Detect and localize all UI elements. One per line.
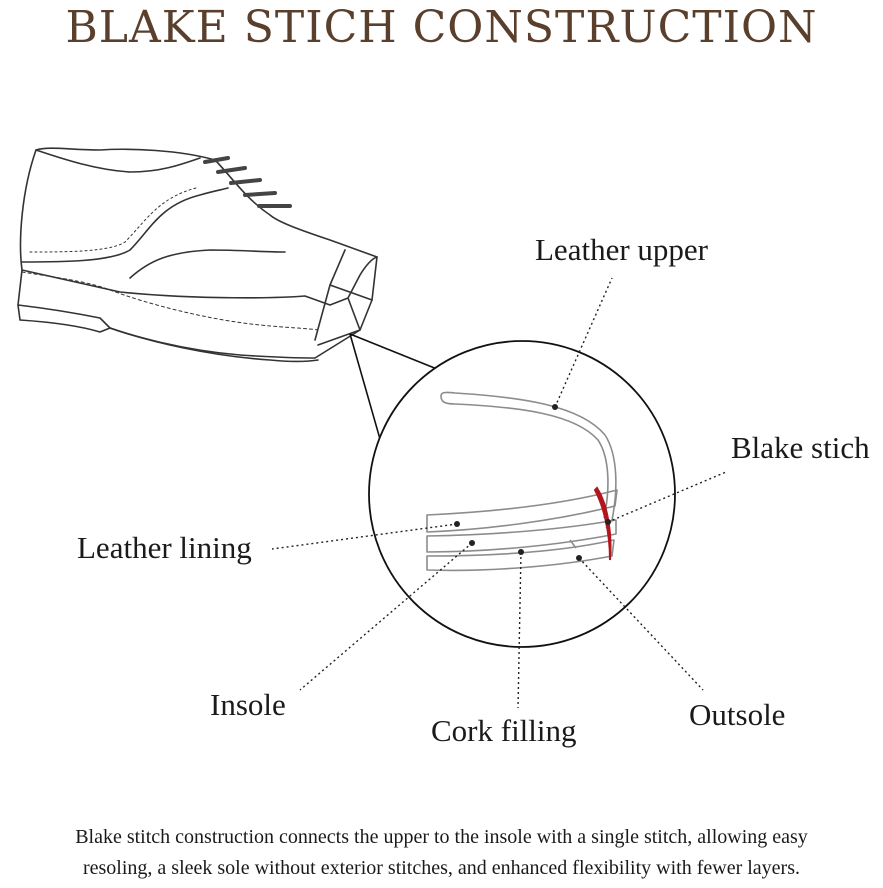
shoe-cut-inner <box>317 299 373 346</box>
sole-layers <box>426 391 618 572</box>
label-outsole: Outsole <box>689 697 786 732</box>
insole-shape <box>426 519 617 553</box>
shoe-quarter-stitch <box>29 187 197 253</box>
label-insole: Insole <box>210 687 286 722</box>
label-cork-filling: Cork filling <box>431 713 577 748</box>
label-blake-stich: Blake stich <box>731 430 870 465</box>
dot-leather-lining <box>454 521 460 527</box>
leader-cork-filling <box>517 551 522 709</box>
shoe-sole <box>17 269 361 359</box>
leader-leather-lining <box>271 523 458 550</box>
dot-outsole <box>576 555 582 561</box>
page-title: BLAKE STICH CONSTRUCTION <box>65 2 818 53</box>
leather-upper-shape <box>440 391 617 529</box>
leader-dots <box>454 404 611 561</box>
caption-line-1: Blake stitch construction connects the u… <box>75 826 808 848</box>
caption: Blake stitch construction connects the u… <box>0 822 883 884</box>
leader-outsole <box>578 557 704 691</box>
shoe-sole-bottom <box>109 327 319 363</box>
leader-lines <box>271 277 727 709</box>
shoe-welt-line <box>21 271 319 331</box>
caption-line-2: resoling, a sleek sole without exterior … <box>82 857 800 879</box>
shoe-upper-outline <box>19 147 378 306</box>
dot-cork-filling <box>518 549 524 555</box>
magnifier-circle <box>368 340 676 648</box>
label-leather-upper: Leather upper <box>535 232 708 267</box>
shoe-collar <box>35 149 201 173</box>
leader-leather-upper <box>554 277 613 408</box>
dot-blake-stich <box>605 519 611 525</box>
shoe-vamp-seam <box>129 249 286 279</box>
shoe-quarter-seam <box>21 187 229 263</box>
leather-lining-shape <box>426 489 618 533</box>
shoe-illustration <box>17 147 378 363</box>
shoe-heel <box>17 304 111 333</box>
dot-leather-upper <box>552 404 558 410</box>
label-leather-lining: Leather lining <box>77 530 252 565</box>
outsole-shape <box>426 539 615 572</box>
leader-blake-stich <box>607 471 727 523</box>
shoe-laces <box>203 156 292 208</box>
dot-insole <box>469 540 475 546</box>
